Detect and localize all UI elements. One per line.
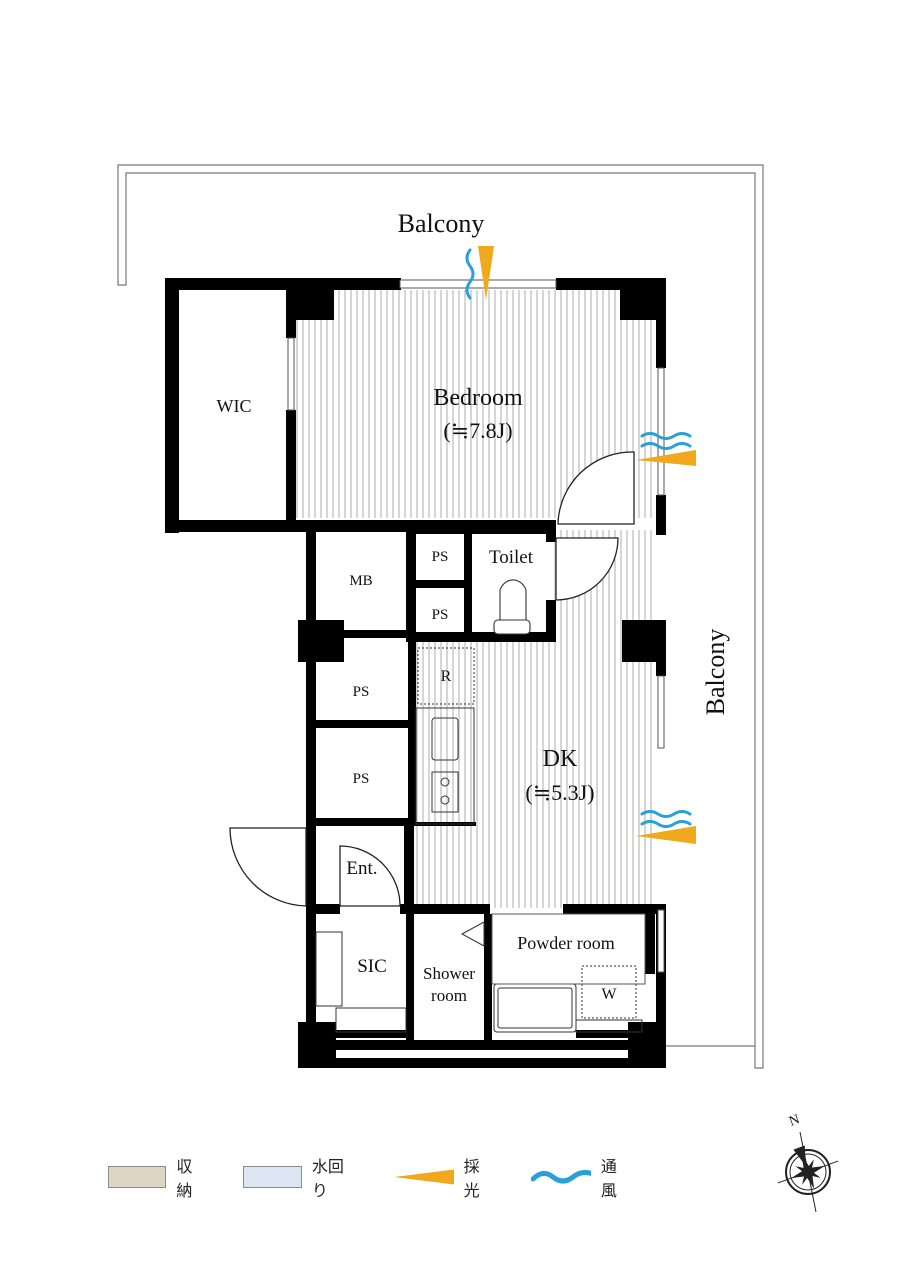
toilet-fixture: [493, 579, 531, 635]
shower-label-line2: room: [431, 986, 467, 1005]
fridge-label: R: [441, 668, 452, 685]
ventilation-markers: [465, 248, 692, 828]
light-arrow-icon: [393, 1169, 454, 1185]
legend-water: 水回り: [243, 1153, 355, 1201]
legend-ventilation-label: 通風: [600, 1157, 617, 1200]
compass-north-label: N: [787, 1112, 802, 1130]
water-swatch: [243, 1166, 302, 1188]
sic-shelf: [315, 931, 407, 1033]
bedroom-area-label: (≒7.8J): [443, 418, 512, 443]
dk-floor: [414, 640, 656, 908]
dk-area-label: (≒5.3J): [525, 780, 594, 805]
ps-label-4: PS: [353, 771, 370, 787]
legend-ventilation: 通風: [530, 1153, 630, 1201]
washer-label: W: [601, 986, 617, 1003]
legend-light: 採光: [393, 1153, 493, 1201]
light-markers: [478, 246, 696, 844]
mb-label: MB: [349, 573, 372, 589]
legend-storage: 収納: [108, 1153, 205, 1201]
legend-storage-label: 収納: [176, 1157, 193, 1200]
wic-label: WIC: [217, 396, 252, 416]
ps-label-3: PS: [353, 684, 370, 700]
balcony-north-outline: [117, 164, 764, 1069]
storage-swatch: [108, 1166, 167, 1188]
entrance-label: Ent.: [346, 858, 377, 879]
ps-label-2: PS: [432, 607, 449, 623]
walls: [165, 278, 666, 1068]
legend-light-label: 採光: [463, 1157, 480, 1200]
compass-icon: [777, 1131, 839, 1213]
legend: 収納 水回り 採光 通風: [108, 1157, 668, 1200]
doors: [229, 451, 635, 907]
wind-icon: [530, 1169, 591, 1184]
balcony-north-label: Balcony: [398, 209, 485, 238]
ps-label-1: PS: [432, 549, 449, 565]
bath-fixtures: [460, 913, 646, 1033]
powder-room-label: Powder room: [517, 933, 615, 953]
dk-label: DK: [543, 746, 578, 772]
balcony-east-label: Balcony: [701, 629, 730, 716]
legend-water-label: 水回り: [311, 1157, 344, 1200]
sic-label: SIC: [357, 956, 387, 977]
windows: [287, 279, 665, 973]
shower-label-line1: Shower: [423, 964, 475, 983]
toilet-label: Toilet: [489, 547, 534, 568]
kitchen-fixtures: [415, 647, 475, 825]
bedroom-label: Bedroom: [433, 385, 523, 411]
